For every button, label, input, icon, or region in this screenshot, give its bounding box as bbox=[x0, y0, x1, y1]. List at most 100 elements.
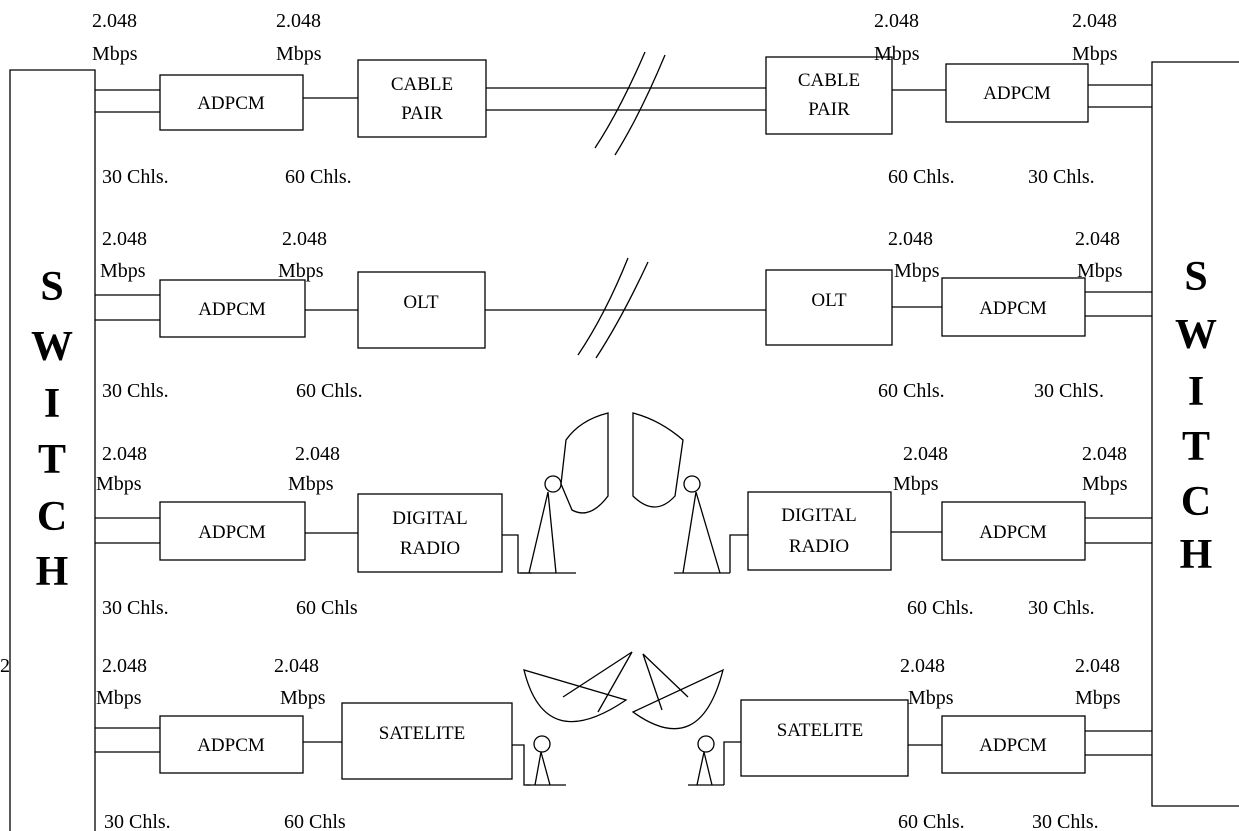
channel-count: 30 Chls. bbox=[102, 597, 169, 619]
antenna-mount bbox=[526, 751, 566, 786]
left-switch-letter: H bbox=[36, 549, 69, 595]
satellite-dish-feed-arms bbox=[642, 653, 689, 711]
rate-value: 2.048 bbox=[1072, 10, 1117, 32]
rate-value: 2.048 bbox=[1075, 655, 1120, 677]
right-switch-letter: W bbox=[1175, 312, 1217, 358]
rate-unit: Mbps bbox=[1072, 43, 1118, 65]
radio-antenna-icon bbox=[520, 412, 609, 574]
medium-label: SATELITE bbox=[379, 723, 466, 744]
medium-label: OLT bbox=[403, 292, 439, 313]
right-switch-frame bbox=[1151, 61, 1239, 807]
antenna-tower bbox=[520, 491, 576, 574]
rate-value: 2.048 bbox=[102, 443, 147, 465]
channel-count: 60 Chls. bbox=[898, 811, 965, 831]
rate-unit: Mbps bbox=[96, 473, 142, 495]
channel-count: 60 Chls bbox=[296, 597, 358, 619]
rate-value: 2.048 bbox=[295, 443, 340, 465]
channel-count: 60 Chls bbox=[284, 811, 346, 831]
rate-unit: Mbps bbox=[1077, 260, 1123, 282]
rate-value: 2.048 bbox=[888, 228, 933, 250]
rate-unit: Mbps bbox=[1075, 687, 1121, 709]
rate-value: 2.048 bbox=[1075, 228, 1120, 250]
adpcm-box bbox=[941, 715, 1086, 774]
switch-trunk-lines bbox=[95, 294, 160, 321]
left-switch-letter: T bbox=[38, 437, 66, 483]
satellite-dish-icon bbox=[523, 651, 633, 786]
row-cable-pair: ADPCM CABLE PAIR CABLE PAIR ADPCM 2.048 … bbox=[92, 10, 1152, 188]
switch-trunk-lines bbox=[95, 727, 160, 753]
rate-value: 2.048 bbox=[102, 228, 147, 250]
channel-count: 60 Chls. bbox=[285, 166, 352, 188]
left-switch-letter: C bbox=[37, 494, 67, 540]
row-olt: ADPCM OLT OLT ADPCM 2.048 Mbps 2.048 Mbp… bbox=[95, 228, 1152, 402]
medium-label: RADIO bbox=[789, 536, 849, 557]
antenna-feed-line bbox=[502, 534, 532, 574]
medium-label: DIGITAL bbox=[392, 508, 468, 529]
rate-unit: Mbps bbox=[100, 260, 146, 282]
rate-value: 2.048 bbox=[903, 443, 948, 465]
adpcm-box bbox=[159, 74, 304, 131]
right-switch-letter: C bbox=[1181, 479, 1211, 525]
right-switch-letter: H bbox=[1180, 532, 1213, 578]
cable-pair-box bbox=[357, 59, 487, 138]
channel-count: 30 Chls. bbox=[1028, 166, 1095, 188]
channel-count: 30 Chls. bbox=[102, 166, 169, 188]
olt-box bbox=[357, 271, 486, 349]
rate-value: 2.048 bbox=[276, 10, 321, 32]
digital-radio-box bbox=[747, 491, 892, 571]
channel-count: 30 Chls. bbox=[102, 380, 169, 402]
left-switch-frame bbox=[9, 69, 96, 831]
antenna-feed-line bbox=[723, 741, 741, 785]
adpcm-label: ADPCM bbox=[979, 298, 1047, 319]
medium-label: RADIO bbox=[400, 538, 460, 559]
rate-value: 2.048 bbox=[282, 228, 327, 250]
adpcm-box bbox=[945, 63, 1089, 123]
channel-count: 30 ChlS. bbox=[1034, 380, 1104, 402]
digital-radio-box bbox=[357, 493, 503, 573]
adpcm-box bbox=[159, 715, 304, 774]
antenna-feed bbox=[533, 735, 551, 753]
olt-box bbox=[765, 269, 893, 346]
left-switch-letter: I bbox=[44, 381, 60, 427]
radio-dish-reflector bbox=[632, 412, 684, 508]
left-switch: S W I T C H bbox=[9, 69, 96, 831]
antenna-feed bbox=[544, 475, 562, 493]
adpcm-box bbox=[941, 277, 1086, 337]
channel-count: 60 Chls. bbox=[888, 166, 955, 188]
rate-value: 2.048 bbox=[274, 655, 319, 677]
medium-label: CABLE bbox=[391, 74, 453, 95]
adpcm-box bbox=[159, 501, 306, 561]
adpcm-label: ADPCM bbox=[197, 93, 265, 114]
left-switch-letter: W bbox=[31, 324, 73, 370]
right-switch-letter: S bbox=[1184, 254, 1207, 300]
adpcm-label: ADPCM bbox=[197, 735, 265, 756]
rate-unit: Mbps bbox=[1082, 473, 1128, 495]
adpcm-box bbox=[159, 279, 306, 338]
adpcm-label: ADPCM bbox=[979, 735, 1047, 756]
medium-label: CABLE bbox=[798, 70, 860, 91]
switch-trunk-lines bbox=[1085, 517, 1152, 544]
antenna-tower bbox=[674, 491, 730, 574]
rate-unit: Mbps bbox=[874, 43, 920, 65]
rate-unit: Mbps bbox=[278, 260, 324, 282]
channel-count: 30 Chls. bbox=[1028, 597, 1095, 619]
radio-antenna-icon bbox=[632, 412, 730, 574]
rate-value: 2.048 bbox=[92, 10, 137, 32]
row-satellite: ADPCM SATELITE SATELITE ADPCM 2.048 Mbps… bbox=[95, 651, 1152, 831]
medium-label: PAIR bbox=[808, 99, 850, 120]
right-switch: S W I T C H bbox=[1151, 61, 1239, 807]
switch-trunk-lines bbox=[1085, 730, 1152, 756]
cable-pair-line bbox=[486, 87, 766, 111]
channel-count: 30 Chls. bbox=[104, 811, 171, 831]
antenna-feed-line bbox=[729, 534, 748, 573]
rate-unit: Mbps bbox=[908, 687, 954, 709]
switch-trunk-lines bbox=[1085, 291, 1152, 317]
rate-unit: Mbps bbox=[280, 687, 326, 709]
antenna-feed bbox=[697, 735, 715, 753]
antenna-feed bbox=[683, 475, 701, 493]
rate-value: 2.048 bbox=[102, 655, 147, 677]
switch-trunk-lines bbox=[95, 517, 160, 544]
line-break-symbol bbox=[577, 257, 649, 359]
